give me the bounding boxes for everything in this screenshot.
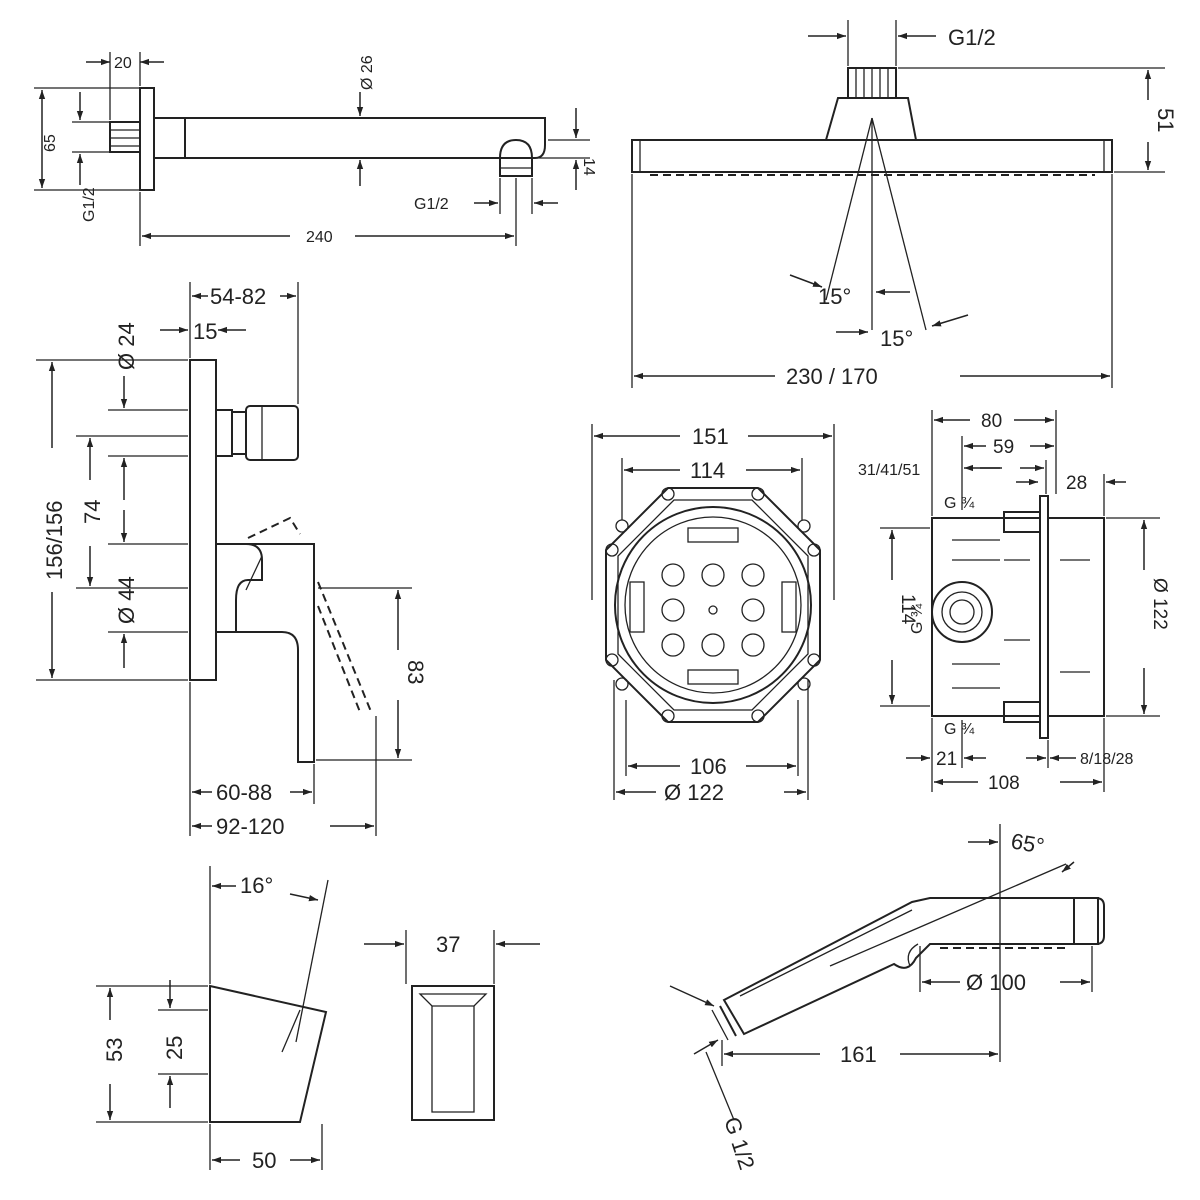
mixer-lever — [236, 543, 315, 763]
box-front-octagon — [605, 487, 821, 723]
spout-dim-240: 240 — [306, 229, 333, 246]
spout-g12-outlet: G1/2 — [414, 196, 449, 213]
box-side-cover — [1047, 517, 1105, 717]
box-side-dim-d122: Ø 122 — [1149, 578, 1170, 630]
box-front-dim-151: 151 — [692, 424, 729, 449]
head-shower-drawing: 15° 15° G1/2 51 230 / 170 — [631, 20, 1178, 389]
box-front-lugs — [605, 487, 821, 723]
box-front-ring — [614, 506, 812, 704]
mixer-dim-92120: 92-120 — [216, 814, 285, 839]
holder-side-body — [209, 984, 328, 1123]
mixer-lever-alt — [317, 581, 373, 715]
mixer-dim-74: 74 — [80, 500, 105, 524]
box-side-g34-mid: G ¾ — [909, 603, 926, 634]
spout-wall-plate — [139, 87, 155, 191]
hand-shower-body — [722, 897, 1105, 1036]
holder-dim-53: 53 — [102, 1038, 127, 1062]
box-side-dim-314151: 31/41/51 — [858, 462, 920, 479]
hand-shower-dim-d100: Ø 100 — [966, 970, 1026, 995]
box-side-dim-80: 80 — [981, 411, 1002, 432]
box-side-dim-81828: 8/18/28 — [1080, 751, 1133, 768]
box-front-dim-106: 106 — [690, 754, 727, 779]
spout-dim-d26: Ø 26 — [359, 55, 376, 90]
box-side-drawing: 80 59 31/41/51 28 G ¾ G ¾ G ¾ 114 Ø 122 — [858, 410, 1170, 794]
mixer-dim-156: 156/156 — [42, 500, 67, 580]
holder-front-body — [411, 985, 495, 1121]
box-side-flange — [1039, 495, 1049, 739]
box-side-dim-114: 114 — [897, 594, 918, 625]
box-front-dim-d122: Ø 122 — [664, 780, 724, 805]
holder-dim-37: 37 — [436, 932, 460, 957]
spout-dim-20: 20 — [114, 55, 132, 72]
head-shower-g12: G1/2 — [948, 25, 996, 50]
hand-shower-drawing: 65° Ø 100 161 G 1/2 — [669, 824, 1105, 1173]
box-side-dim-28: 28 — [1066, 473, 1087, 494]
head-shower-dim-51: 51 — [1153, 108, 1178, 132]
mixer-dim-15: 15 — [193, 319, 217, 344]
spout-body — [154, 117, 546, 159]
head-shower-ball-joint — [824, 97, 918, 141]
box-side-body — [931, 517, 1041, 717]
mixer-dim-83: 83 — [403, 660, 428, 684]
box-side-g34-top: G ¾ — [944, 495, 975, 512]
holder-dim-angle: 16° — [240, 873, 273, 898]
box-side-dim-21: 21 — [936, 749, 957, 770]
head-shower-angle-b: 15° — [880, 326, 913, 351]
mixer-cover-plate — [189, 359, 217, 681]
mixer-dim-5482: 54-82 — [210, 284, 266, 309]
head-shower-dim-width: 230 / 170 — [786, 364, 878, 389]
box-side-g34-bot: G ¾ — [944, 721, 975, 738]
mixer-dim-d44: Ø 44 — [114, 576, 139, 624]
box-front-drawing: 151 114 106 Ø 122 — [591, 424, 835, 805]
box-front-ports — [661, 563, 765, 657]
holder-dim-50: 50 — [252, 1148, 276, 1173]
hand-shower-g12: G 1/2 — [719, 1114, 759, 1173]
mixer-dim-6088: 60-88 — [216, 780, 272, 805]
holder-dim-25: 25 — [162, 1036, 187, 1060]
box-side-dim-108: 108 — [988, 773, 1020, 794]
hand-shower-face — [1073, 897, 1099, 945]
mixer-body — [216, 543, 263, 633]
hand-shower-dim-161: 161 — [840, 1042, 877, 1067]
box-side-port — [931, 581, 993, 643]
mixer-dim-d24: Ø 24 — [114, 322, 139, 370]
holder-side-drawing: 16° 53 25 50 — [96, 866, 329, 1173]
mixer-diverter-knob — [245, 405, 299, 461]
box-side-dim-59: 59 — [993, 437, 1014, 458]
spout-connector — [109, 121, 141, 153]
hand-shower-angle: 65° — [1009, 828, 1046, 858]
head-shower-angle-a: 15° — [818, 284, 851, 309]
box-front-dim-114: 114 — [690, 458, 725, 483]
spout-outlet — [499, 138, 533, 177]
spout-g12-left: G1/2 — [81, 187, 98, 222]
mixer-diverter-stem — [216, 409, 233, 457]
mixer-lever-alt-top — [247, 516, 301, 539]
spout-drawing: 20 65 G1/2 Ø 26 14 G1/2 240 — [34, 52, 597, 246]
spout-dim-14: 14 — [580, 158, 597, 176]
holder-front-drawing: 37 — [364, 930, 540, 1121]
mixer-drawing: 54-82 15 Ø 24 156/156 74 Ø 44 83 — [36, 282, 428, 839]
hand-shower-thread — [719, 1005, 737, 1037]
spout-dim-65: 65 — [42, 134, 59, 152]
